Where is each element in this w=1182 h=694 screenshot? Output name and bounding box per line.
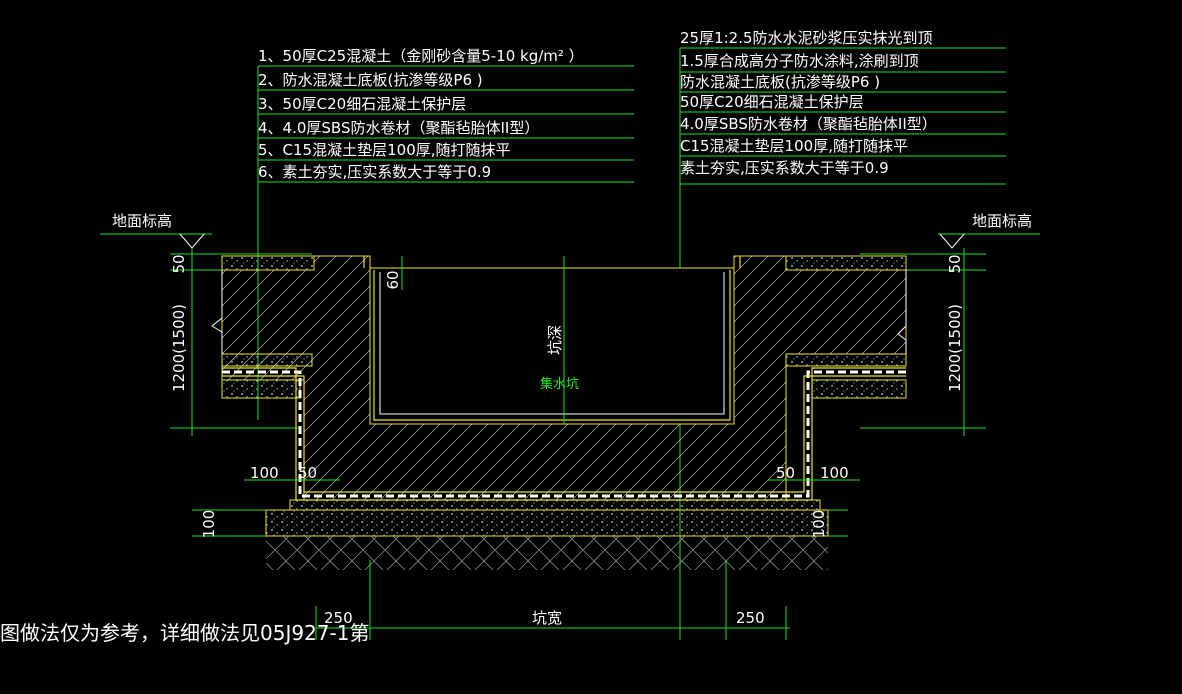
note-left-3: 3、50厚C20细石混凝土保护层: [258, 95, 466, 113]
bottom-cushion: [265, 509, 829, 537]
dim-50-lower-right: 50: [776, 464, 795, 482]
dimension-lower: 100 50 50 100: [244, 464, 860, 482]
dim-height-left: 1200(1500): [170, 304, 188, 392]
ground-level-left: 地面标高: [100, 212, 212, 436]
dimension-width: 250 坑宽 250: [315, 560, 790, 640]
dim-100-left: 100: [250, 464, 279, 482]
ground-label-left: 地面标高: [112, 212, 172, 230]
notes-left: 1、50厚C25混凝土（金刚砂含量5-10 kg/m² ） 2、防水混凝土底板(…: [258, 47, 584, 181]
notes-right: 25厚1:2.5防水水泥砂浆压实抹光到顶 1.5厚合成高分子防水涂料,涂刷到顶 …: [680, 29, 937, 177]
footnote: 图做法仅为参考，详细做法见05J927-1第: [0, 621, 369, 645]
dim-50-lower-left: 50: [298, 464, 317, 482]
pit-depth-label: 坑深: [546, 325, 564, 355]
dim-50-right: 50: [946, 254, 964, 273]
note-right-6: C15混凝土垫层100厚,随打随抹平: [680, 137, 908, 155]
ground-label-right: 地面标高: [972, 212, 1032, 230]
note-right-5: 4.0厚SBS防水卷材（聚酯毡胎体II型）: [680, 115, 937, 133]
dimension-right: 50 1200(1500): [946, 254, 964, 392]
dim-height-right: 1200(1500): [946, 304, 964, 392]
dim-60: 60: [384, 270, 402, 289]
dimension-60: 60: [384, 256, 403, 290]
pit-depth: 坑深: [546, 256, 565, 424]
leader-lines-left: [257, 65, 634, 420]
note-right-7: 素土夯实,压实系数大于等于0.9: [680, 159, 889, 177]
note-left-5: 5、C15混凝土垫层100厚,随打随抹平: [258, 141, 511, 159]
ground-level-right: 地面标高: [938, 212, 1040, 436]
pit-interior: [369, 267, 735, 425]
note-left-4: 4、4.0厚SBS防水卷材（聚酯毡胎体II型）: [258, 119, 539, 137]
note-left-6: 6、素土夯实,压实系数大于等于0.9: [258, 163, 491, 181]
dim-50-left: 50: [170, 254, 188, 273]
note-right-4: 50厚C20细石混凝土保护层: [680, 93, 864, 111]
dim-250-right: 250: [736, 609, 765, 627]
compacted-soil: [266, 536, 828, 570]
dim-100-right: 100: [820, 464, 849, 482]
membrane-band: [222, 370, 906, 498]
dimension-left: 50 1200(1500): [170, 254, 188, 392]
note-left-1: 1、50厚C25混凝土（金刚砂含量5-10 kg/m² ）: [258, 47, 584, 65]
dim-100-base-left: 100: [200, 510, 218, 539]
dim-250-left: 250: [324, 609, 353, 627]
note-left-2: 2、防水混凝土底板(抗渗等级P6 ): [258, 71, 483, 89]
note-right-3: 防水混凝土底板(抗渗等级P6 ): [680, 73, 880, 91]
dimension-base: 100 100: [192, 509, 848, 539]
dim-100-base-right: 100: [810, 510, 828, 539]
pit-width-label: 坑宽: [532, 609, 562, 627]
note-right-1: 25厚1:2.5防水水泥砂浆压实抹光到顶: [680, 29, 933, 47]
pit-name: 集水坑: [540, 376, 579, 392]
note-right-2: 1.5厚合成高分子防水涂料,涂刷到顶: [680, 52, 919, 70]
